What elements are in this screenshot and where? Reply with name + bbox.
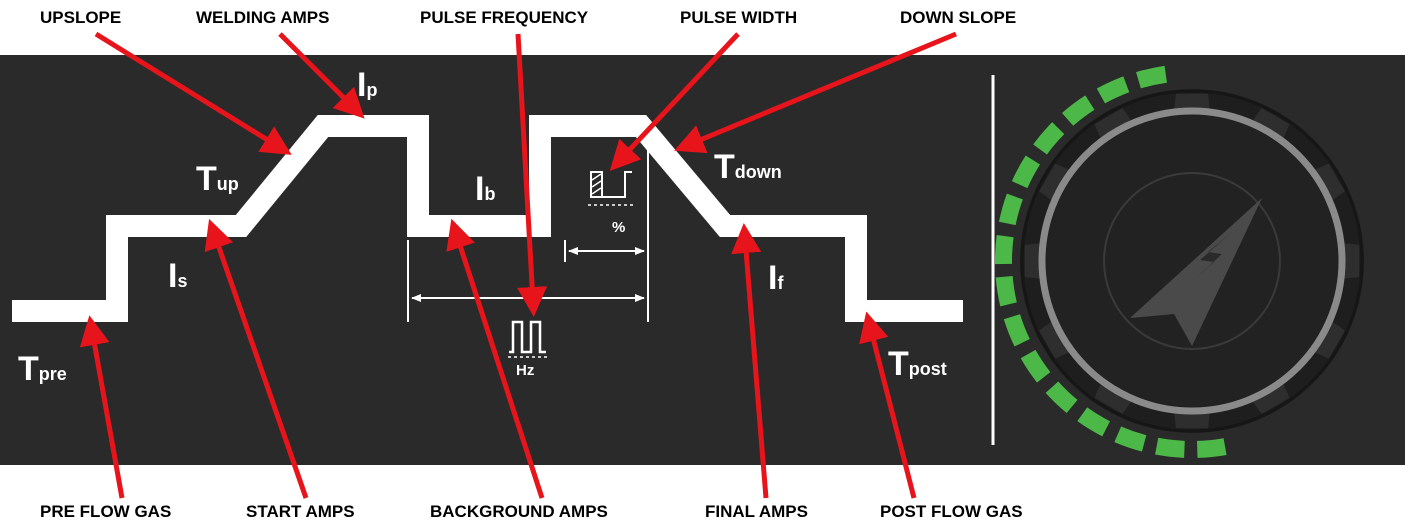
- led-segment: [995, 235, 1014, 264]
- width-unit: %: [612, 219, 625, 236]
- led-segment: [1197, 438, 1227, 458]
- frequency-unit: Hz: [516, 362, 534, 379]
- led-segment: [1155, 438, 1185, 458]
